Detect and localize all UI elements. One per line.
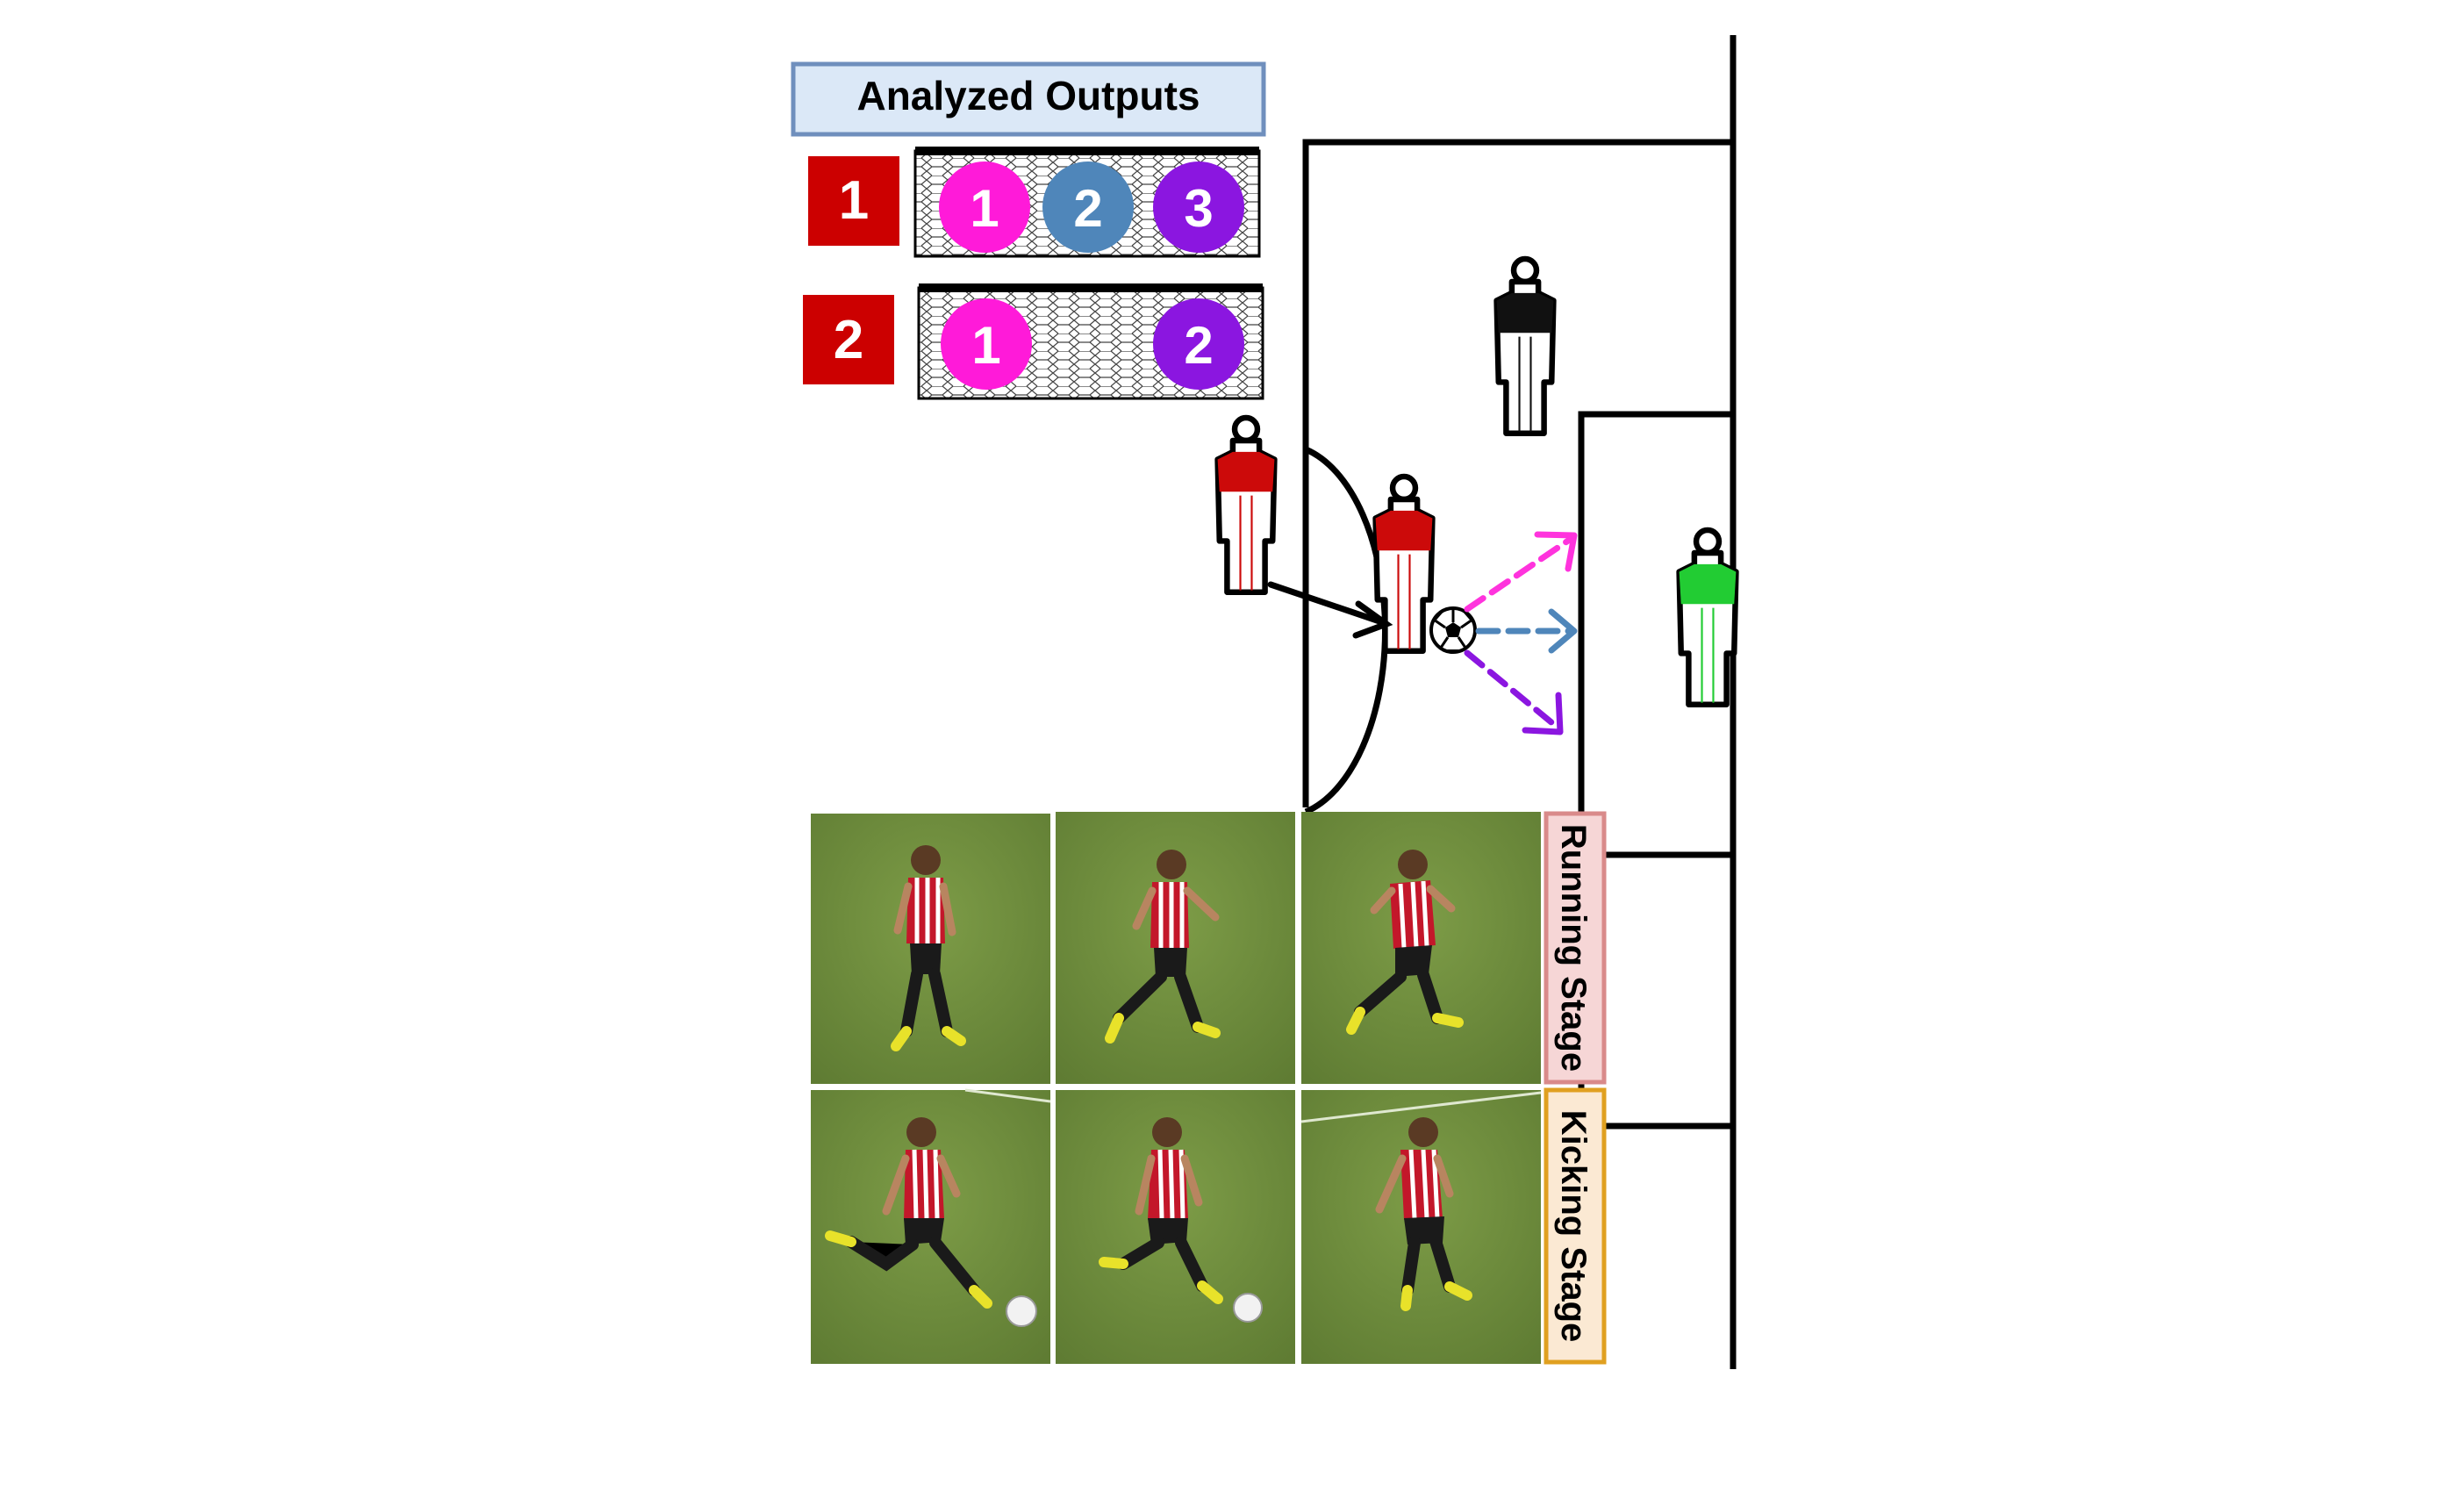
kicking-stage-label-box: Kicking Stage xyxy=(1544,1087,1607,1365)
legend-title: Analyzed Outputs xyxy=(856,73,1200,118)
output-tag-2 xyxy=(803,295,894,384)
frame-grid xyxy=(811,812,1542,1364)
soccer-ball-icon xyxy=(1429,606,1477,654)
player-goalkeeper-green xyxy=(1676,527,1739,708)
running-stage-label: Running Stage xyxy=(1554,824,1593,1072)
penalty-box-line xyxy=(1302,139,1733,807)
target-circle-1-2-label: 2 xyxy=(1073,179,1102,238)
kicking-frame-2 xyxy=(1056,1090,1295,1364)
running-frame-3 xyxy=(1301,812,1541,1084)
player-defender-black xyxy=(1493,255,1557,437)
shot-arrow-bottom-head xyxy=(1522,692,1564,735)
shot-arrow-top-head xyxy=(1534,531,1578,572)
kicking-frame-3 xyxy=(1300,1090,1542,1364)
running-frame-2 xyxy=(1056,812,1295,1084)
player-runner-red xyxy=(1214,414,1278,596)
running-frame-1 xyxy=(811,814,1050,1084)
shot-arrow-bottom xyxy=(1464,649,1560,730)
output-row-2: 2 1 2 xyxy=(803,283,1264,400)
output-tag-1 xyxy=(808,156,899,246)
target-circle-2-1-label: 1 xyxy=(971,316,1000,375)
output-tag-2-label: 2 xyxy=(834,310,863,370)
shot-arrow-top xyxy=(1464,535,1574,613)
target-circle-1-1 xyxy=(939,161,1030,253)
kicking-stage-label: Kicking Stage xyxy=(1554,1110,1593,1343)
target-circle-1-3-label: 3 xyxy=(1184,179,1213,238)
shot-arrow-center-head xyxy=(1548,608,1578,654)
target-circle-1-2 xyxy=(1042,161,1134,253)
pitch-lines xyxy=(1302,35,1737,1369)
target-circle-2-2 xyxy=(1153,298,1244,390)
target-circle-2-1 xyxy=(941,298,1032,390)
run-up-arrow xyxy=(1267,581,1393,639)
legend: Analyzed Outputs 1 1 2 3 2 1 2 xyxy=(791,61,1266,400)
target-circle-2-2-label: 2 xyxy=(1184,316,1213,375)
kicking-frame-1 xyxy=(811,1088,1051,1364)
legend-title-box xyxy=(791,61,1266,137)
output-row-1: 1 1 2 3 xyxy=(808,147,1261,258)
running-stage-label-box: Running Stage xyxy=(1544,811,1607,1085)
output-tag-1-label: 1 xyxy=(839,170,869,231)
player-kicker-red xyxy=(1372,473,1436,655)
target-circle-1-1-label: 1 xyxy=(970,179,999,238)
target-circle-1-3 xyxy=(1153,161,1244,253)
